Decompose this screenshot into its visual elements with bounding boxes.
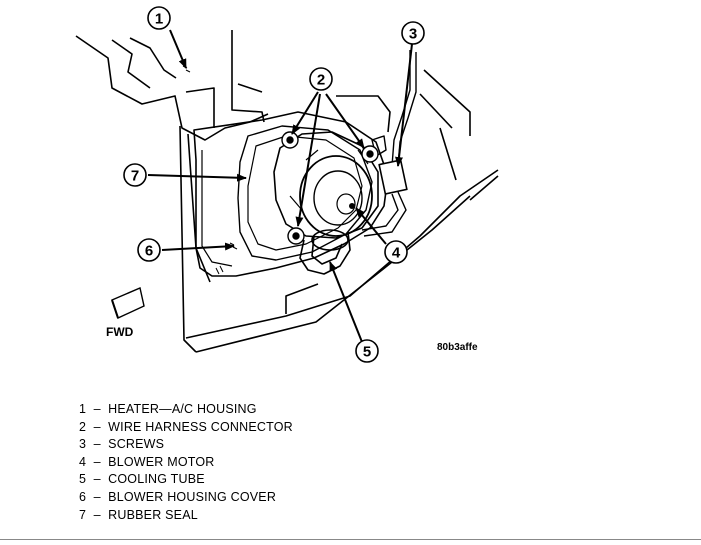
leader-5 (329, 261, 363, 343)
leader-2c (295, 93, 321, 227)
callouts: 1 2 3 4 5 6 7 (123, 6, 425, 363)
legend-number: 7 (79, 507, 87, 522)
callout-7-number: 7 (131, 168, 139, 185)
figure-code: 80b3affe (437, 342, 478, 353)
legend-separator: – (93, 507, 101, 522)
leader-3 (395, 43, 413, 167)
callout-2-number: 2 (317, 72, 325, 89)
legend-item: 5–COOLING TUBE (79, 471, 293, 489)
callout-5: 5 (355, 339, 379, 363)
callout-4-number: 4 (392, 245, 401, 262)
callout-3: 3 (401, 21, 425, 45)
legend-item: 4–BLOWER MOTOR (79, 454, 293, 472)
legend-separator: – (93, 437, 101, 452)
legend-separator: – (93, 454, 101, 469)
callout-5-number: 5 (363, 344, 371, 361)
leader-lines (147, 29, 413, 343)
legend-number: 1 (79, 402, 87, 416)
legend-item: 3–SCREWS (79, 436, 293, 454)
blower-motor-drawing (273, 131, 379, 239)
cooling-tube-drawing (299, 229, 351, 275)
screws-drawing (281, 131, 379, 245)
screw-upper-left (281, 131, 299, 149)
legend-item: 1–HEATER—A/C HOUSING (79, 401, 293, 419)
legend-number: 2 (79, 419, 87, 434)
legend-text: SCREWS (108, 437, 165, 452)
callout-2: 2 (309, 67, 333, 91)
legend-list: 1–HEATER—A/C HOUSING 2–WIRE HARNESS CONN… (79, 401, 293, 524)
screw-lower-left (287, 227, 305, 245)
legend-text: BLOWER HOUSING COVER (108, 489, 277, 504)
fwd-indicator: FWD (106, 287, 145, 339)
leader-1 (169, 29, 187, 69)
legend-text: RUBBER SEAL (108, 507, 198, 522)
bottom-divider (0, 539, 701, 540)
callout-6: 6 (137, 238, 161, 262)
leader-4 (355, 207, 387, 245)
callout-1: 1 (147, 6, 171, 30)
legend-item: 2–WIRE HARNESS CONNECTOR (79, 419, 293, 437)
legend-separator: – (93, 419, 101, 434)
leader-2a (291, 91, 319, 135)
leader-6 (161, 242, 235, 251)
leader-7 (147, 173, 247, 182)
callout-4: 4 (384, 240, 408, 264)
legend-number: 5 (79, 472, 87, 487)
legend-item: 7–RUBBER SEAL (79, 507, 293, 525)
legend-separator: – (93, 472, 101, 487)
callout-3-number: 3 (409, 26, 417, 43)
legend-text: COOLING TUBE (108, 472, 205, 487)
legend-separator: – (93, 489, 101, 504)
legend-item: 6–BLOWER HOUSING COVER (79, 489, 293, 507)
legend-number: 6 (79, 489, 87, 504)
legend-text: HEATER—A/C HOUSING (108, 402, 257, 416)
callout-7: 7 (123, 163, 147, 187)
legend-text: WIRE HARNESS CONNECTOR (108, 419, 293, 434)
fwd-label: FWD (106, 325, 134, 339)
legend-separator: – (93, 402, 101, 416)
callout-6-number: 6 (145, 243, 153, 260)
screw-upper-right (361, 145, 379, 163)
legend-number: 4 (79, 454, 87, 469)
legend-text: BLOWER MOTOR (108, 454, 215, 469)
leader-2b (325, 93, 365, 149)
heater-ac-housing-drawing (75, 30, 499, 353)
legend-number: 3 (79, 437, 87, 452)
callout-1-number: 1 (155, 11, 163, 28)
